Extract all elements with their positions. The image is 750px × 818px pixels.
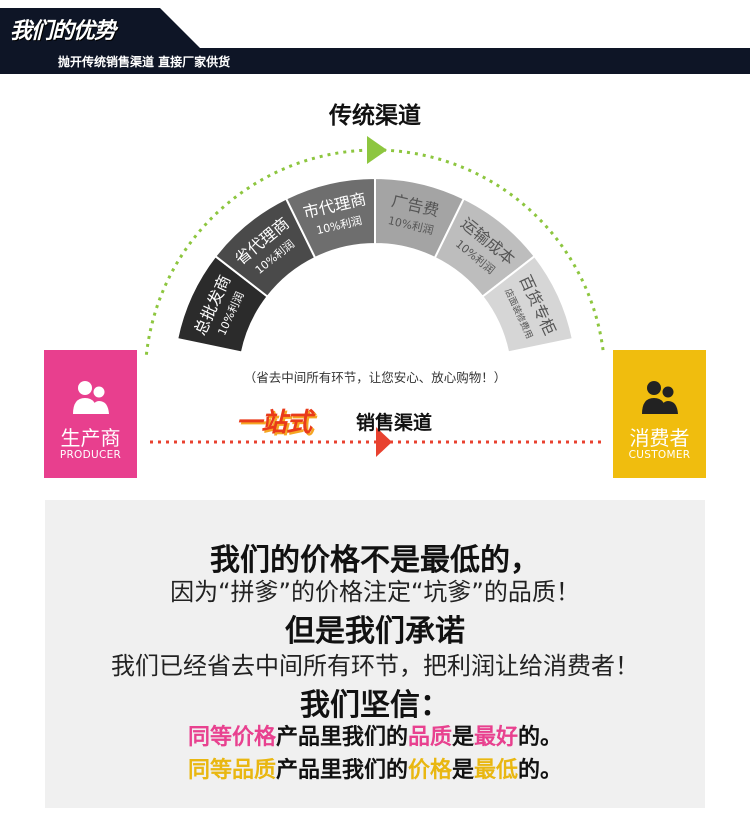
price-text: 价格: [407, 758, 452, 783]
producer-en-label: PRODUCER: [59, 449, 122, 461]
line6-end: 的。: [518, 725, 563, 750]
direct-logo: 一站式: [236, 408, 312, 438]
producer-label: 生产商: [60, 426, 121, 450]
line7-is: 是: [452, 758, 475, 783]
panel-line-5: 我们坚信：: [300, 688, 450, 723]
direct-channel-label: 销售渠道: [356, 412, 433, 434]
promise-panel: 我们的价格不是最低的， 因为“拼爹”的价格注定“坑爹”的品质！ 但是我们承诺 我…: [45, 500, 705, 808]
quality-text: 品质: [407, 725, 452, 750]
diagram-note: （省去中间所有环节，让您安心、放心购物！）: [243, 370, 507, 385]
line7-mid: 产品里我们的: [275, 758, 408, 783]
consumer-en-label: CUSTOMER: [628, 449, 691, 461]
producer-box: 生产商 PRODUCER: [44, 350, 137, 478]
header-bar: [0, 48, 750, 74]
header-tab: [0, 8, 200, 48]
people-icon: [642, 381, 678, 414]
people-icon: [73, 381, 109, 414]
same-price-text: 同等价格: [187, 725, 276, 750]
line6-mid: 产品里我们的: [275, 725, 408, 750]
panel-line-1: 我们的价格不是最低的，: [210, 543, 540, 578]
header-subtitle: 抛开传统销售渠道 直接厂家供货: [58, 55, 231, 69]
panel-line-6: 同等价格产品里我们的品质是最好的。: [45, 719, 705, 751]
traditional-channel-label: 传统渠道: [329, 103, 421, 129]
line7-end: 的。: [518, 758, 563, 783]
consumer-label: 消费者: [629, 426, 690, 450]
traditional-arrow-head: [367, 136, 387, 164]
same-quality-text: 同等品质: [187, 758, 276, 783]
traditional-arc-line: [144, 148, 606, 355]
line6-is: 是: [452, 725, 475, 750]
lowest-text: 最低: [474, 758, 519, 783]
consumer-box: 消费者 CUSTOMER: [613, 350, 706, 478]
header-title: 我们的优势: [10, 19, 116, 44]
best-text: 最好: [474, 725, 519, 750]
arch-segment: [481, 254, 574, 354]
direct-arrow-head: [376, 427, 392, 457]
panel-line-7: 同等品质产品里我们的价格是最低的。: [45, 752, 705, 784]
panel-line-4: 我们已经省去中间所有环节，把利润让给消费者！: [111, 652, 639, 680]
panel-line-3: 但是我们承诺: [285, 614, 465, 649]
arc-graphic: 总批发商10%利润省代理商10%利润市代理商10%利润广告费10%利润运输成本1…: [144, 136, 606, 457]
panel-line-2: 因为“拼爹”的价格注定“坑爹”的品质！: [170, 578, 580, 606]
